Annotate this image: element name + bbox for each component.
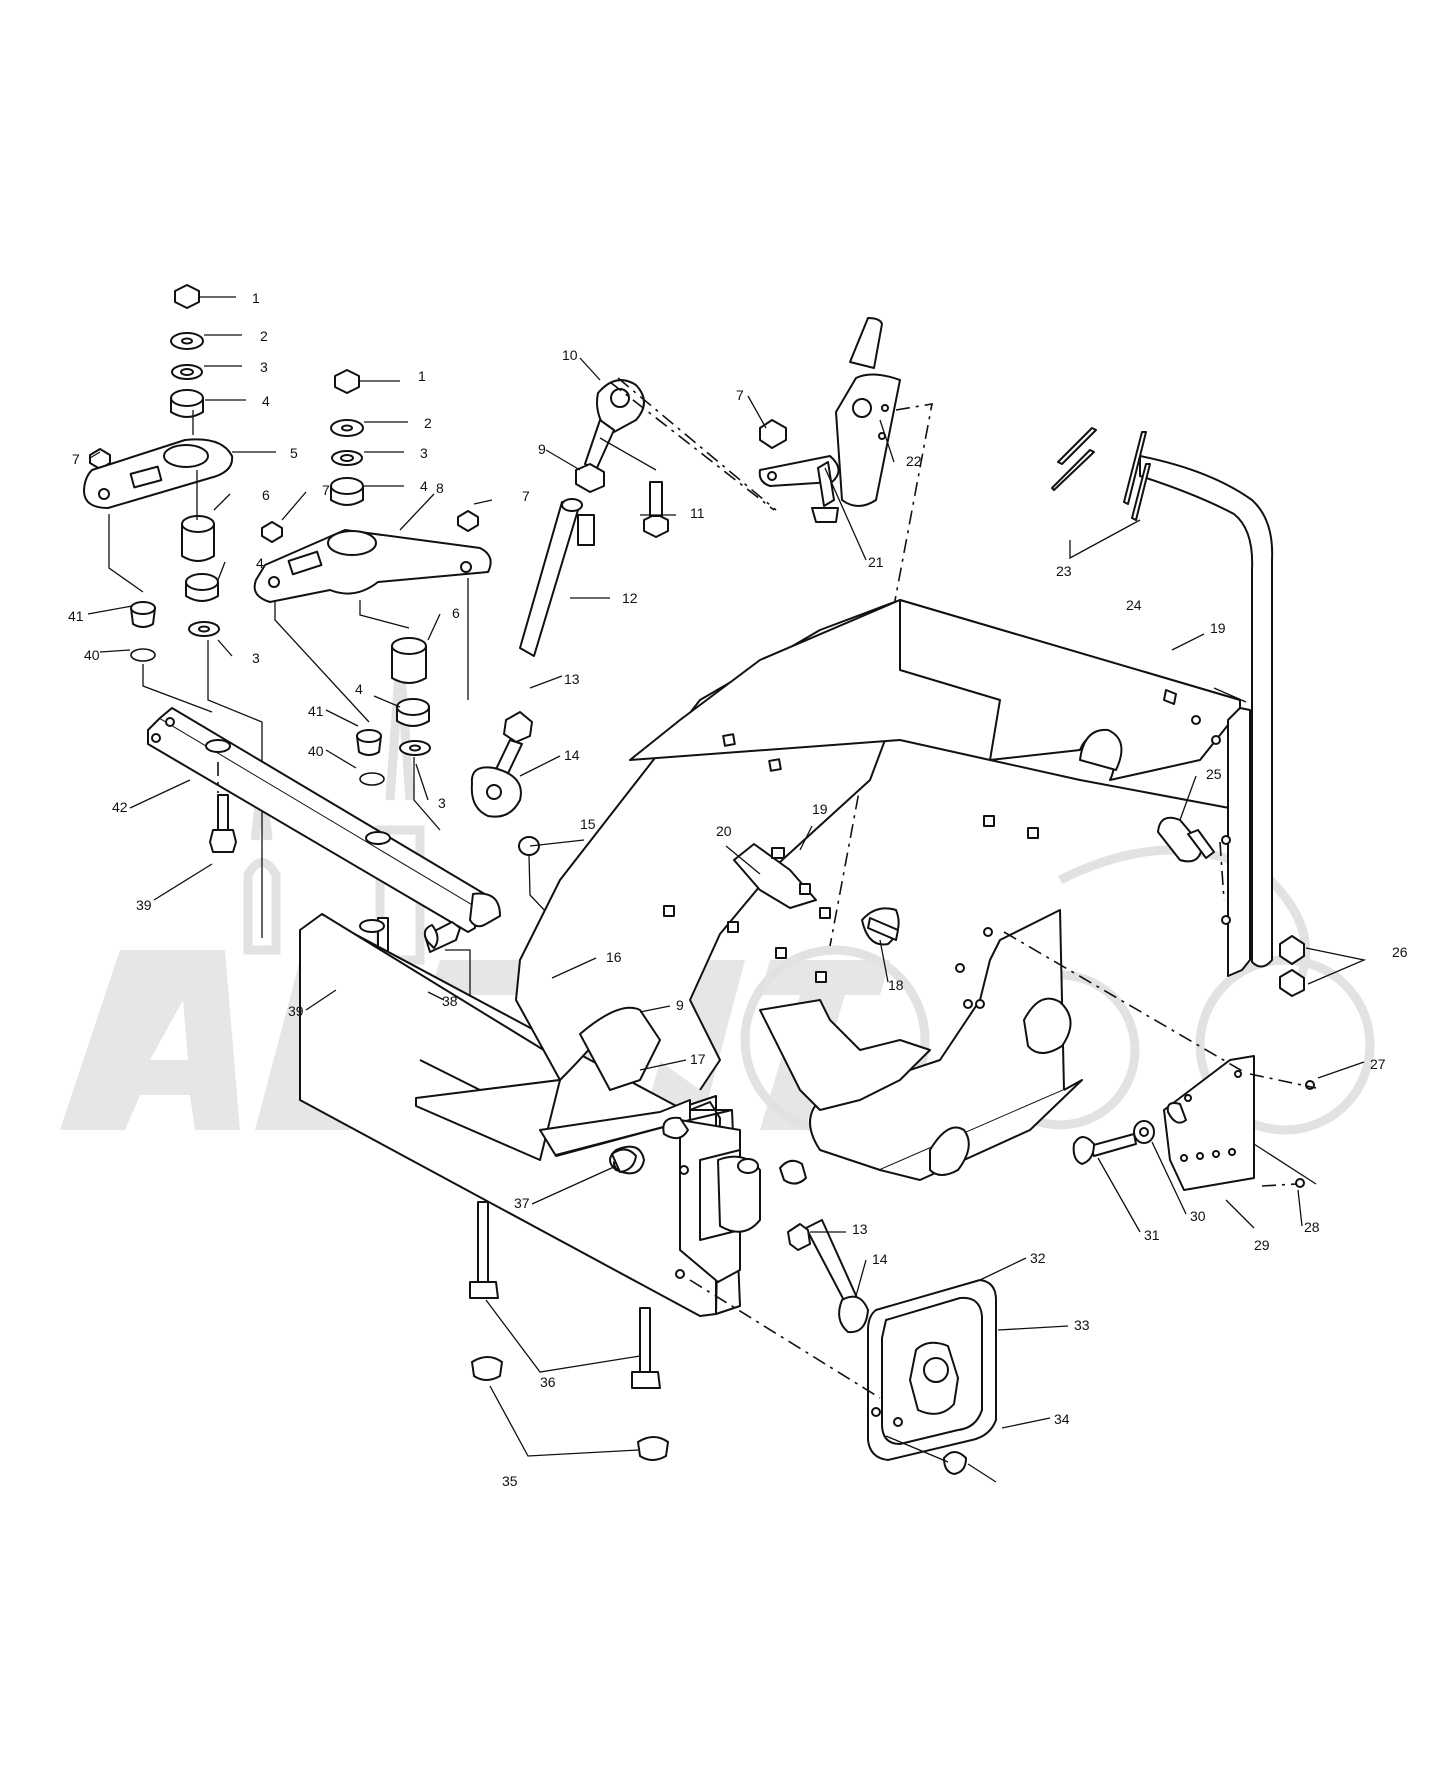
callout-label: 19	[812, 801, 828, 817]
callout-label: 10	[562, 347, 578, 363]
callout-label: 20	[716, 823, 732, 839]
callout-label: 8	[436, 480, 444, 496]
callout-label: 29	[1254, 1237, 1270, 1253]
callout-label: 11	[690, 505, 705, 521]
callout-label: 7	[322, 482, 330, 498]
callout-label: 3	[420, 445, 428, 461]
left-arm-assembly	[83, 284, 263, 938]
callout-label: 6	[452, 605, 460, 621]
callout-label: 4	[355, 681, 363, 697]
callout-label: 2	[424, 415, 432, 431]
callout-label: 14	[564, 747, 580, 763]
callout-label: 35	[502, 1473, 518, 1489]
callout-label: 40	[84, 647, 100, 663]
lower-hardware	[469, 1148, 997, 1483]
callout-label: 24	[1126, 597, 1142, 613]
callout-label: 22	[906, 453, 922, 469]
callout-label: 7	[72, 451, 80, 467]
callout-label: 27	[1370, 1056, 1386, 1072]
callout-label: 3	[438, 795, 446, 811]
callout-label: 39	[288, 1003, 304, 1019]
callout-label: 40	[308, 743, 324, 759]
middle-arm-assembly	[253, 369, 492, 831]
callout-label: 13	[564, 671, 580, 687]
callout-label: 41	[308, 703, 324, 719]
callout-label: 41	[68, 608, 84, 624]
callout-label: 14	[872, 1251, 888, 1267]
callout-label: 5	[290, 445, 298, 461]
callout-label: 3	[260, 359, 268, 375]
callout-label: 13	[852, 1221, 868, 1237]
right-hardware	[1003, 427, 1367, 1191]
callout-label: 36	[540, 1374, 556, 1390]
callout-label: 18	[888, 977, 904, 993]
callout-label: 15	[580, 816, 596, 832]
callout-label: 9	[538, 441, 546, 457]
callout-label: 38	[442, 993, 458, 1009]
callout-label: 28	[1304, 1219, 1320, 1235]
callout-label: 7	[736, 387, 744, 403]
callout-label: 25	[1206, 766, 1222, 782]
callout-label: 39	[136, 897, 152, 913]
callout-label: 4	[262, 393, 270, 409]
bulkhead-frame	[299, 599, 1251, 1317]
callout-leaders	[87, 296, 1365, 1429]
callout-label: 37	[514, 1195, 530, 1211]
callout-label: 26	[1392, 944, 1408, 960]
callout-label: 12	[622, 590, 638, 606]
callout-label: 4	[256, 555, 264, 571]
callout-label: 1	[418, 368, 426, 384]
callout-label: 21	[868, 554, 884, 570]
callout-label: 16	[606, 949, 622, 965]
callout-label: 30	[1190, 1208, 1206, 1224]
callout-label: 4	[420, 478, 428, 494]
callout-label: 34	[1054, 1411, 1070, 1427]
callout-label: 17	[690, 1051, 706, 1067]
tie-rod-assembly	[470, 317, 933, 947]
callout-label: 3	[252, 650, 260, 666]
callout-label: 2	[260, 328, 268, 344]
callout-label: 42	[112, 799, 128, 815]
callout-label: 19	[1210, 620, 1226, 636]
callout-label: 6	[262, 487, 270, 503]
callout-label: 32	[1030, 1250, 1046, 1266]
callout-label: 33	[1074, 1317, 1090, 1333]
callout-label: 9	[676, 997, 684, 1013]
callout-label: 1	[252, 290, 260, 306]
callout-label: 31	[1144, 1227, 1160, 1243]
callout-label: 23	[1056, 563, 1072, 579]
callout-label: 7	[522, 488, 530, 504]
